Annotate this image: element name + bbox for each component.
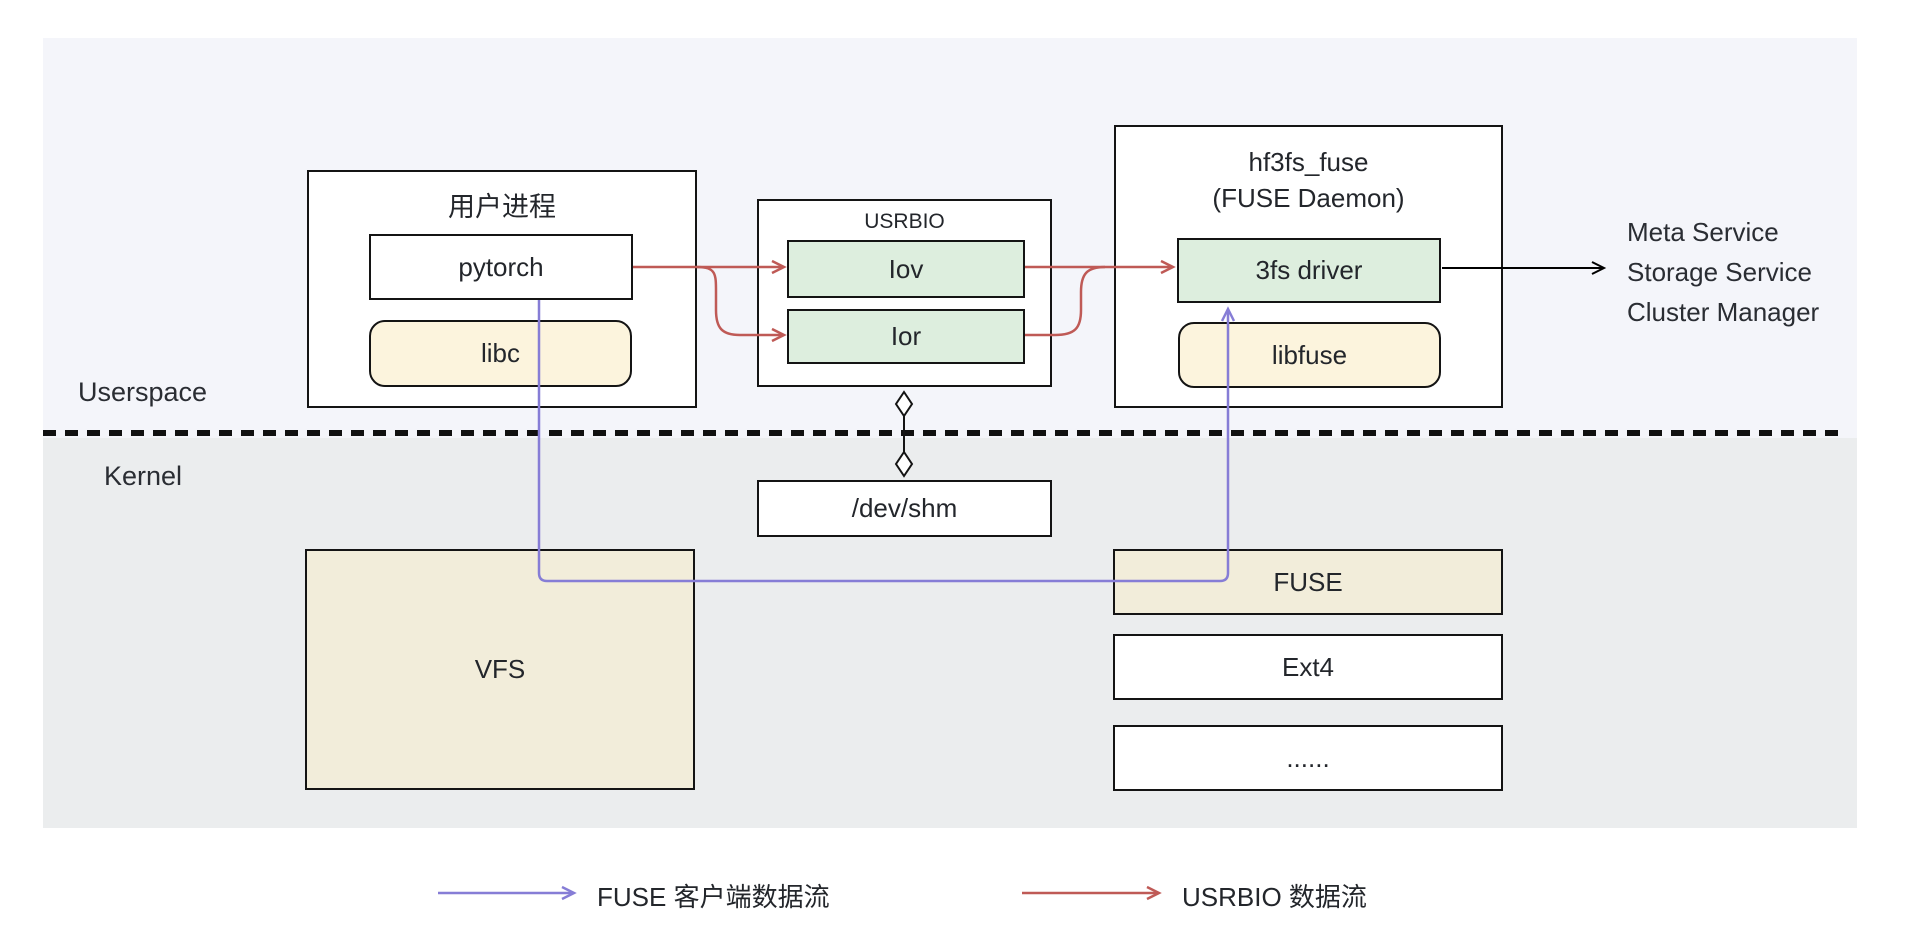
libfuse-node: libfuse bbox=[1178, 322, 1441, 388]
meta-service-label: Meta Service bbox=[1627, 217, 1779, 247]
fuse-node: FUSE bbox=[1113, 549, 1503, 615]
ior-node: Ior bbox=[787, 309, 1025, 364]
user-process-title: 用户进程 bbox=[448, 192, 556, 222]
legend-usrbio-flow-label: USRBIO 数据流 bbox=[1182, 882, 1367, 912]
hf3fs-fuse-title-line1: hf3fs_fuse bbox=[1248, 147, 1369, 177]
userspace-kernel-separator bbox=[43, 430, 1846, 436]
usrbio-title: USRBIO bbox=[864, 210, 945, 233]
dev-shm-node: /dev/shm bbox=[757, 480, 1052, 537]
libc-node: libc bbox=[369, 320, 632, 387]
hf3fs-fuse-title: hf3fs_fuse (FUSE Daemon) bbox=[1116, 127, 1501, 216]
ext4-node: Ext4 bbox=[1113, 634, 1503, 700]
other-fs-node: ...... bbox=[1113, 725, 1503, 791]
hf3fs-fuse-title-line2: (FUSE Daemon) bbox=[1212, 183, 1405, 213]
pytorch-node: pytorch bbox=[369, 234, 633, 300]
backend-services-list: Meta Service Storage Service Cluster Man… bbox=[1627, 212, 1819, 332]
cluster-manager-label: Cluster Manager bbox=[1627, 297, 1820, 327]
3fs-driver-node: 3fs driver bbox=[1177, 238, 1441, 303]
userspace-label: Userspace bbox=[78, 377, 208, 407]
vfs-node: VFS bbox=[305, 549, 695, 790]
iov-node: Iov bbox=[787, 240, 1025, 298]
storage-service-label: Storage Service bbox=[1627, 257, 1812, 287]
legend-fuse-flow-label: FUSE 客户端数据流 bbox=[597, 882, 830, 912]
kernel-label: Kernel bbox=[104, 461, 183, 491]
